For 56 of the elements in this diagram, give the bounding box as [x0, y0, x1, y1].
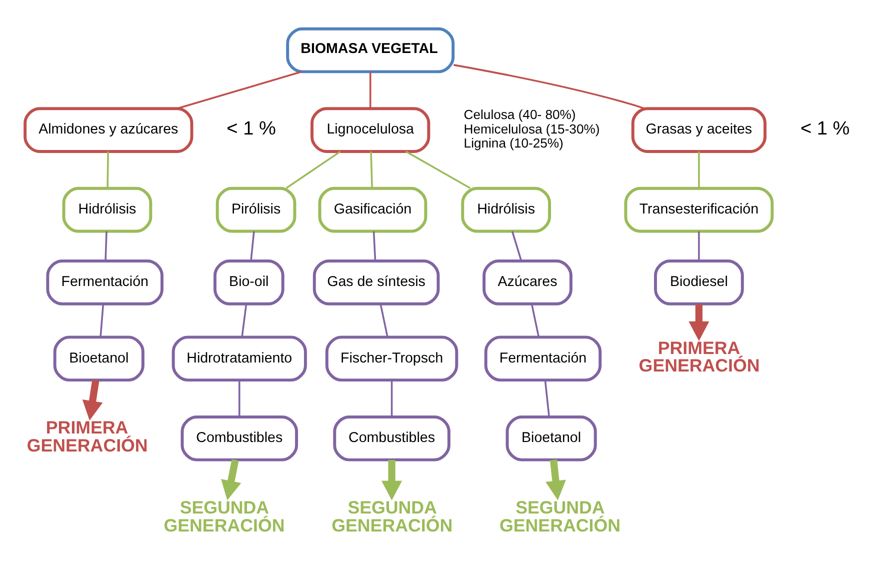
node-box: Combustibles [180, 414, 298, 461]
node-box: Hidrotratamiento [171, 335, 306, 382]
node-box: Grasas y aceites [630, 106, 766, 152]
node-box: Bio-oil [212, 259, 284, 305]
connector [698, 230, 700, 260]
connector [698, 151, 700, 188]
node-box: Almidones y azúcares [23, 106, 193, 152]
connector [250, 230, 254, 260]
node-box: Transesterificación [624, 186, 774, 232]
node-label: Hemicelulosa (15-30%) [463, 120, 600, 136]
node-box: Azúcares [482, 259, 572, 305]
node-box: Bioetanol [505, 414, 596, 461]
node-label: < 1 % [226, 118, 276, 140]
node-box: Fischer-Tropsch [324, 335, 458, 382]
node-box: Bioetanol [52, 335, 144, 382]
node-box: Biodiesel [654, 259, 744, 305]
arrow [545, 459, 566, 500]
arrow [220, 458, 241, 500]
connector [544, 380, 550, 416]
node-box: BIOMASA VEGETAL [286, 26, 454, 73]
connector [99, 304, 104, 337]
node-box: Hidrólisis [460, 186, 550, 232]
node-text: SEGUNDA GENERACIÓN [331, 496, 452, 535]
node-box: Pirólisis [215, 186, 296, 232]
node-text: SEGUNDA GENERACIÓN [163, 496, 284, 535]
connector [405, 150, 470, 188]
node-box: Combustibles [332, 414, 450, 461]
connector [368, 71, 371, 108]
node-box: Fermentación [46, 259, 163, 305]
node-label: Celulosa (40- 80%) [463, 106, 576, 122]
connector [240, 304, 247, 337]
node-box: Fermentación [484, 335, 602, 382]
node-box: Gasificación [318, 186, 427, 232]
connector [452, 64, 644, 109]
connector [390, 380, 392, 416]
node-box: Gas de síntesis [312, 259, 440, 305]
connector [530, 304, 540, 337]
connector [104, 230, 107, 260]
arrow [381, 459, 402, 500]
connector [370, 151, 372, 188]
connector [379, 304, 388, 337]
node-text: SEGUNDA GENERACIÓN [499, 496, 620, 535]
connector [238, 380, 240, 416]
node-box: Hidrólisis [62, 186, 152, 232]
connector [372, 230, 376, 260]
connector [176, 70, 302, 109]
node-text: PRIMERA GENERACIÓN [638, 337, 760, 376]
node-text: PRIMERA GENERACIÓN [26, 417, 148, 455]
arrow [82, 379, 102, 420]
connector [510, 230, 522, 260]
connector [285, 150, 340, 188]
connector [106, 151, 108, 188]
node-label: < 1 % [800, 118, 850, 140]
node-label: Lignina (10-25%) [463, 135, 563, 150]
node-box: Lignocelulosa [310, 106, 430, 152]
arrow [688, 304, 709, 341]
